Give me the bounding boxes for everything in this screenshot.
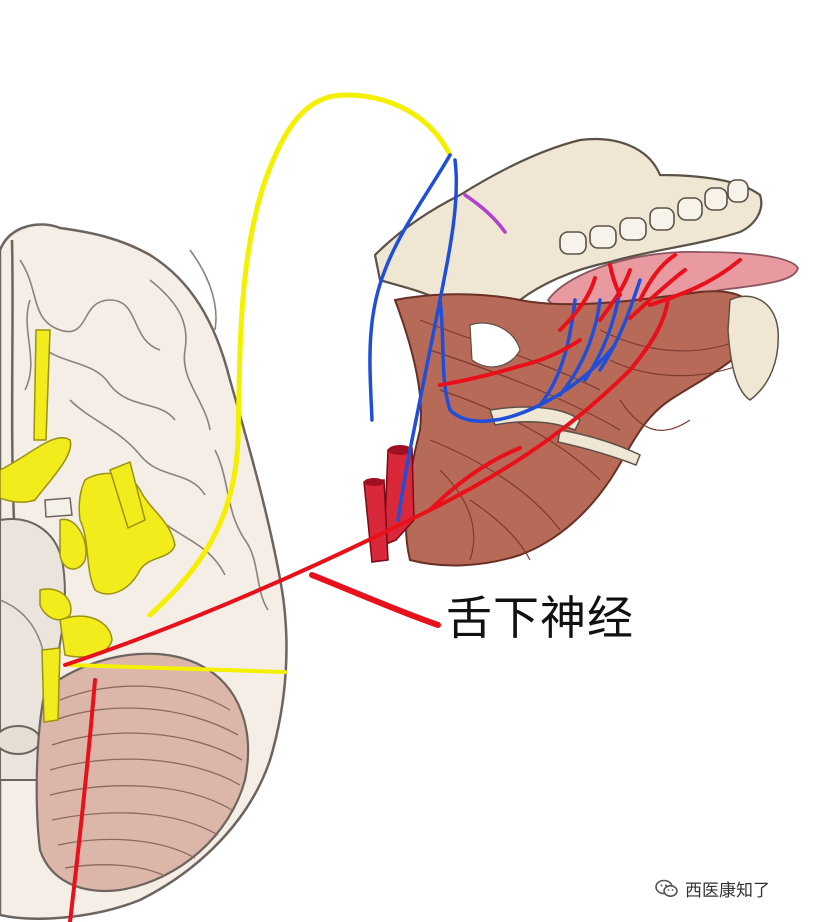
watermark: 西医康知了 (655, 876, 770, 901)
brain-gyri (19, 249, 269, 611)
cerebellum (35, 652, 250, 892)
hypoglossal-nerve-trace (63, 253, 742, 922)
yellow-nerve-horizontal (68, 663, 287, 674)
brain-base-view (0, 223, 288, 920)
purple-nerve-trace (463, 193, 507, 234)
wechat-icon (655, 879, 678, 897)
yellow-nerve-trace (147, 92, 453, 618)
watermark-text: 西医康知了 (685, 881, 770, 901)
skull-bone (373, 138, 763, 302)
cranial-nerves (0, 329, 176, 723)
hypoglossal-nerve-label: 舌下神经 (446, 591, 634, 645)
label-pointer (309, 572, 441, 628)
blue-nerve-traces (368, 153, 642, 522)
head-neck-lateral (363, 138, 799, 567)
teeth (559, 179, 749, 255)
